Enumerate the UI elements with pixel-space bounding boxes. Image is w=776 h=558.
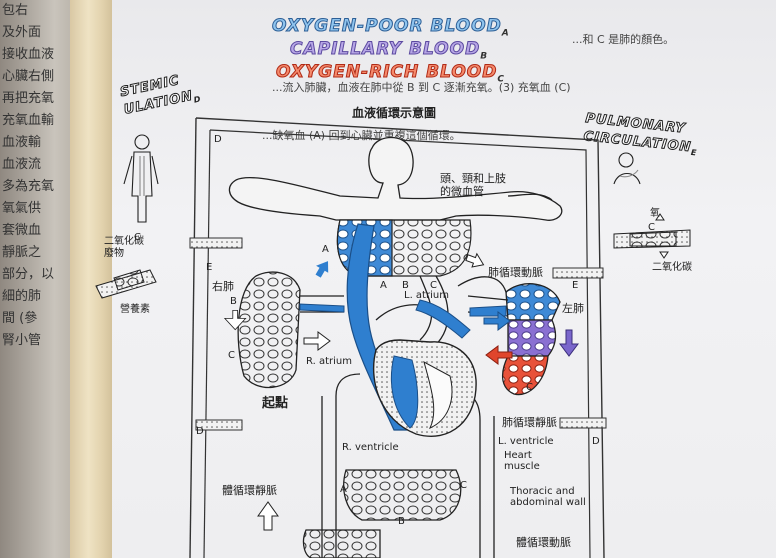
label-r-ventricle: R. ventricle [342,442,399,453]
right-lung [237,271,301,389]
letter-e-right: E [572,280,579,291]
left-page-line: 血液流 [2,157,42,172]
left-lung [502,283,561,396]
legend-capillary: CAPILLARY BLOODB [289,39,489,62]
right-vessel-lower [559,417,607,429]
letter-b-2: B [230,296,237,307]
label-pulmonary-artery: 肺循環動脈 [488,266,543,279]
label-heart-muscle: Heart muscle [504,450,540,472]
letter-a-3: A [340,484,347,495]
label-co2-waste: 二氧化碳 廢物 [104,236,144,259]
legend-capillary-text: CAPILLARY BLOOD [289,39,481,60]
letter-d-top: D [214,134,222,145]
left-vessel-upper [189,237,243,249]
left-page-line: 氧氣供 [2,201,42,216]
letter-c-1: C [430,280,437,291]
left-page-line: 細的肺 [2,289,42,304]
diagram-title: 血液循環示意圖 [352,106,437,120]
letter-c-4: C [460,480,467,491]
flow-arrows [223,252,579,531]
header-line-1: ...和 C 是肺的顏色。 [572,33,675,46]
small-body-figure-left [123,134,159,223]
letter-a-2: A [380,280,387,291]
left-page: 包右及外面接收血液心臟右側再把充氧充氧血輸血液輸血液流多為充氧氧氣供套微血靜脈之… [0,0,78,558]
legend-oxygen-poor-text: OXYGEN-POOR BLOOD [272,16,502,37]
left-page-line: 部分，以 [2,267,55,282]
oxygen-poor-vessel [299,223,507,431]
legend-oxygen-rich: OXYGEN-RICH BLOODC [275,62,505,85]
letter-a-1: A [322,244,329,255]
capillary-vessel-right [613,213,691,259]
letter-d-left: D [196,426,204,437]
letter-e-left: E [206,262,213,273]
label-start-point: 起點 [262,396,289,411]
left-page-line: 間 (參 [2,311,38,326]
legend-poor-letter: A [501,28,510,39]
left-page-line: 及外面 [2,25,42,40]
left-vessel-lower [195,419,243,431]
lower-capillary-beds [302,469,462,558]
left-page-line: 靜脈之 [2,245,42,260]
body-outline [228,136,563,221]
left-page-text: 包右及外面接收血液心臟右側再把充氧充氧血輸血液輸血液流多為充氧氧氣供套微血靜脈之… [2,0,74,352]
legend-capillary-letter: B [480,51,489,62]
label-left-lung: 左肺 [562,302,584,315]
left-page-line: 多為充氧 [2,179,55,194]
header-line-2: ...流入肺臟，血液在肺中從 B 到 C 逐漸充氧。(3) 充氧血 (C) [272,81,571,94]
label-nutrients: 營養素 [120,304,150,315]
legend-oxygen-rich-text: OXYGEN-RICH BLOOD [275,62,498,83]
label-l-atrium: L. atrium [404,290,449,301]
left-page-line: 血液輸 [2,135,42,150]
left-page-line: 腎小管 [2,333,42,348]
letter-c-3: C [526,382,533,393]
letter-b-3: B [398,516,405,527]
left-page-line: 接收血液 [2,47,55,62]
legend-rich-letter: C [497,74,505,85]
label-co2: 二氧化碳 [652,262,692,273]
letter-c-small-left: C [134,232,141,243]
left-page-line: 套微血 [2,223,42,238]
small-body-figure-right [613,152,641,185]
left-page-line: 包右 [2,3,29,18]
label-systemic-vein: 體循環靜脈 [222,484,277,497]
letter-d-right: D [592,436,600,447]
label-l-ventricle: L. ventricle [498,436,554,447]
label-head-capillaries: 頭、頸和上肢 的微血管 [440,172,506,198]
label-thoracic-wall: Thoracic and abdominal wall [510,486,586,508]
label-right-lung: 右肺 [212,280,234,293]
legend-oxygen-poor: OXYGEN-POOR BLOODA [272,16,510,39]
letter-c-2: C [228,350,235,361]
label-pulmonary-vein: 肺循環靜脈 [502,416,557,429]
capillary-vessel-left [95,269,157,299]
right-vessel-upper [552,267,604,279]
heart [372,339,477,437]
letter-b-1: B [402,280,409,291]
letter-c-small-right: C [648,222,655,233]
left-page-line: 充氧血輸 [2,113,55,128]
left-page-line: 再把充氧 [2,91,55,106]
left-page-line: 心臟右側 [2,69,55,84]
label-r-atrium: R. atrium [306,356,352,367]
right-page [112,0,776,558]
label-systemic-artery: 體循環動脈 [516,536,571,549]
page-edge [70,0,116,558]
label-oxygen: 氧 [650,208,660,219]
